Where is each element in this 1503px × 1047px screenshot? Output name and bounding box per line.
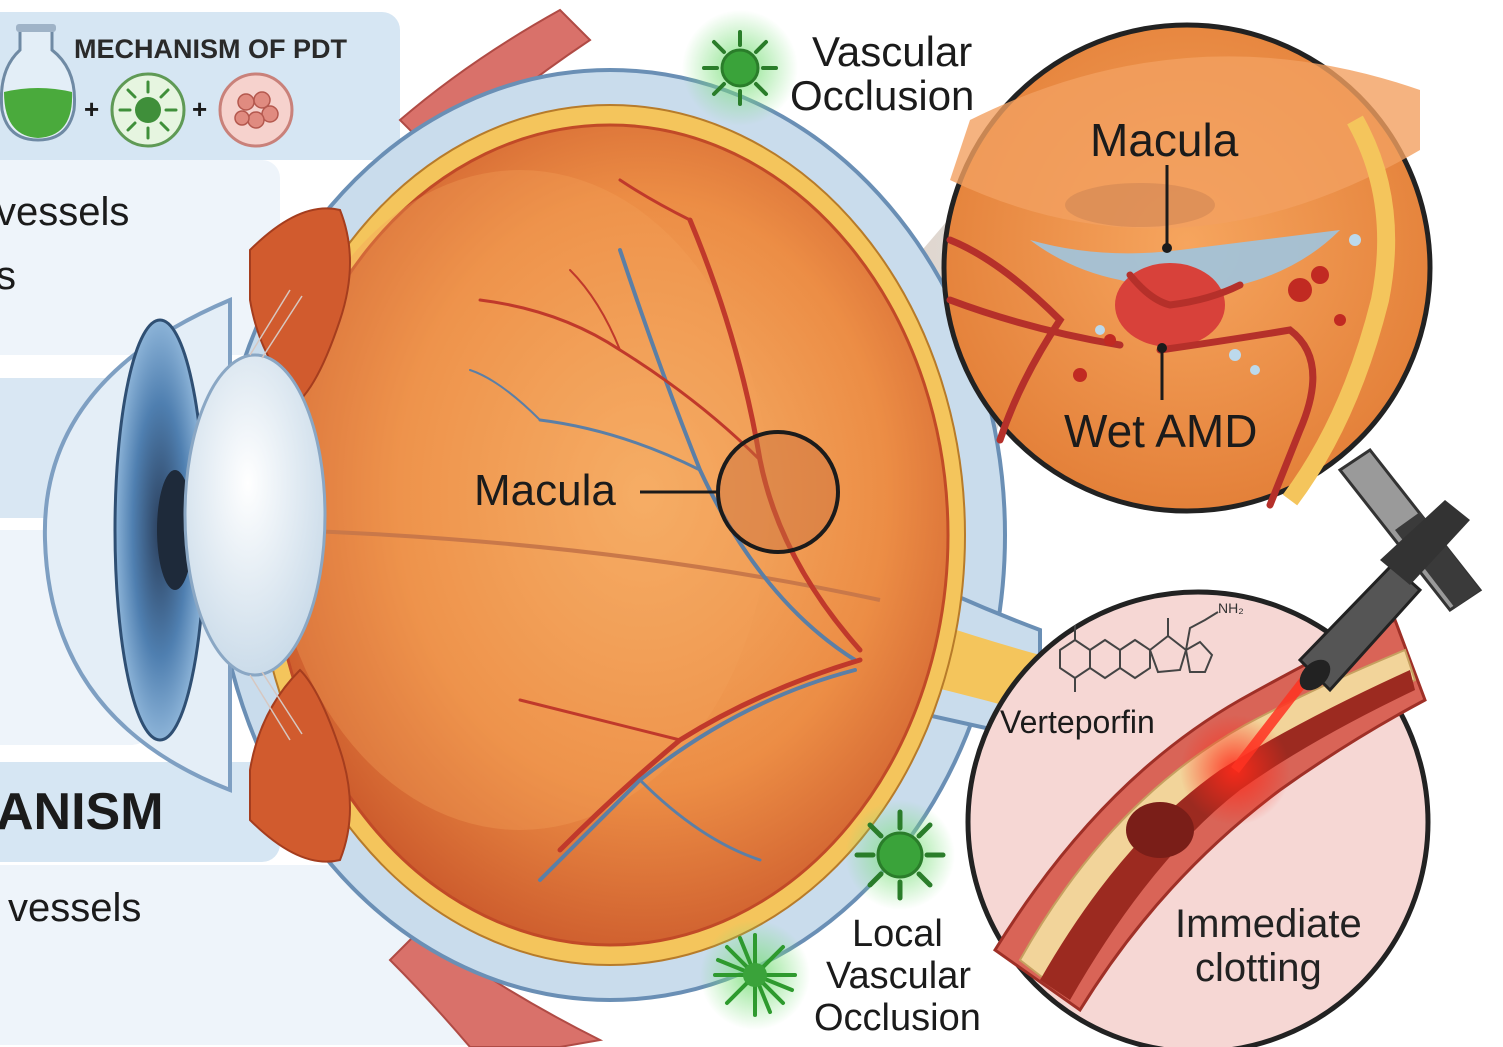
virus-glow-icon-2	[845, 800, 955, 910]
macula-label: Macula	[474, 466, 616, 516]
flask-icon	[1, 24, 74, 140]
panel-text-line: s	[0, 254, 16, 299]
panel-text-line: vessels	[0, 190, 129, 235]
virus-glow-icon	[682, 10, 798, 126]
cell-icon	[220, 74, 292, 146]
local-vascular-occlusion-label: Local	[852, 913, 943, 956]
mechanism-section-title: ANISM	[0, 782, 164, 842]
mechanism-header-title: MECHANISM OF PDT	[74, 34, 347, 65]
verteporfin-label: Verteporfin	[1000, 704, 1155, 741]
vascular-occlusion-label: Occlusion	[790, 72, 974, 120]
wet-amd-label: Wet AMD	[1064, 404, 1257, 458]
plus-sign: +	[192, 94, 207, 125]
lens	[185, 355, 325, 675]
inset-macula-label: Macula	[1090, 113, 1238, 167]
panel-text-line: vessels	[8, 886, 141, 931]
virus-icon	[112, 74, 184, 146]
immediate-clotting-label: clotting	[1195, 946, 1322, 991]
local-vascular-occlusion-label: Vascular	[826, 955, 971, 998]
macula-marker	[718, 432, 838, 552]
nh2-label: NH₂	[1218, 600, 1244, 616]
immediate-clotting-label: Immediate	[1175, 902, 1362, 947]
burst-icon	[700, 920, 810, 1030]
vascular-occlusion-label: Vascular	[812, 28, 972, 76]
local-vascular-occlusion-label: Occlusion	[814, 997, 981, 1040]
plus-sign: +	[84, 94, 99, 125]
